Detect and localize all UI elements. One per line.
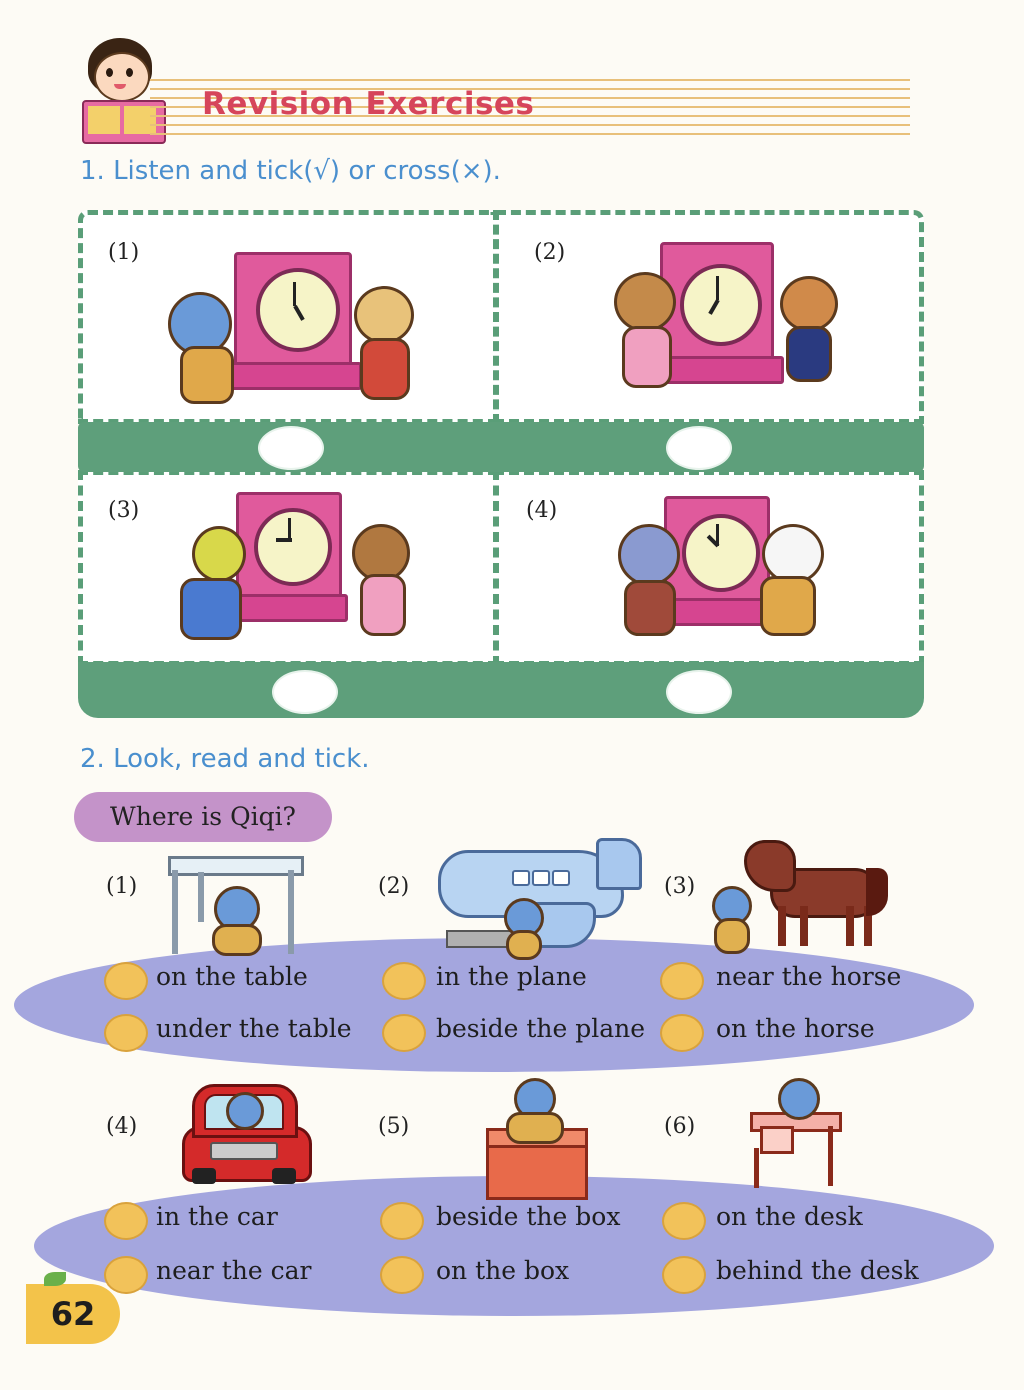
option-checkbox[interactable] [662,1256,706,1294]
answer-oval-1[interactable] [258,426,324,470]
option-checkbox[interactable] [104,1256,148,1294]
question-pill: Where is Qiqi? [74,792,332,842]
option-text: on the table [156,962,308,991]
option-text: beside the plane [436,1014,646,1043]
dog-character-icon [352,524,410,582]
option-checkbox[interactable] [104,1014,148,1052]
cat-character-icon [354,286,414,344]
mouse-character-icon [618,524,680,586]
option-text: near the horse [716,962,902,991]
option-checkbox[interactable] [382,1014,426,1052]
option-checkbox[interactable] [104,962,148,1000]
qiqi-character-icon [714,918,750,954]
page-number: 62 [26,1284,120,1344]
option-text: near the car [156,1256,312,1285]
duck-character-icon [180,578,242,640]
title-decoration-lines [150,72,910,140]
item-label: (5) [378,1114,410,1139]
monkey-character-icon [780,276,838,332]
option-checkbox[interactable] [660,1014,704,1052]
panel-label: (3) [108,498,140,523]
panda-character-icon [760,576,816,636]
option-text: beside the box [436,1202,621,1231]
option-text: on the box [436,1256,570,1285]
option-checkbox[interactable] [382,962,426,1000]
option-text: in the plane [436,962,587,991]
qiqi-character-icon [506,930,542,960]
item-label: (6) [664,1114,696,1139]
boy-character-icon [180,346,234,404]
option-checkbox[interactable] [104,1202,148,1240]
apple-leaf-icon [44,1272,66,1286]
answer-band [78,662,924,718]
panda-character-icon [762,524,824,584]
item-label: (1) [106,874,138,899]
page-title: Revision Exercises [202,86,535,122]
option-text: in the car [156,1202,278,1231]
option-checkbox[interactable] [380,1202,424,1240]
answer-band [78,422,924,472]
answer-oval-2[interactable] [666,426,732,470]
option-checkbox[interactable] [380,1256,424,1294]
dog-character-icon [614,272,676,332]
option-text: behind the desk [716,1256,919,1285]
answer-oval-4[interactable] [666,670,732,714]
exercise-2-heading: 2. Look, read and tick. [80,744,370,774]
exercise-1-heading: 1. Listen and tick(√) or cross(×). [80,156,501,186]
panel-label: (4) [526,498,558,523]
cat-character-icon [360,338,410,400]
dog-character-icon [360,574,406,636]
panel-label: (2) [534,240,566,265]
item-label: (2) [378,874,410,899]
panel-label: (1) [108,240,140,265]
mouse-character-icon [624,580,676,636]
option-text: on the horse [716,1014,875,1043]
item-label: (3) [664,874,696,899]
monkey-character-icon [786,326,832,382]
dog-character-icon [622,326,672,388]
qiqi-character-icon [226,1092,264,1130]
item-label: (4) [106,1114,138,1139]
option-checkbox[interactable] [662,1202,706,1240]
option-text: on the desk [716,1202,863,1231]
option-checkbox[interactable] [660,962,704,1000]
answer-oval-3[interactable] [272,670,338,714]
qiqi-character-icon [778,1078,820,1120]
duck-character-icon [192,526,246,582]
qiqi-character-icon [212,924,262,956]
qiqi-character-icon [506,1112,564,1144]
options-ellipse-top [14,938,974,1072]
option-text: under the table [156,1014,352,1043]
